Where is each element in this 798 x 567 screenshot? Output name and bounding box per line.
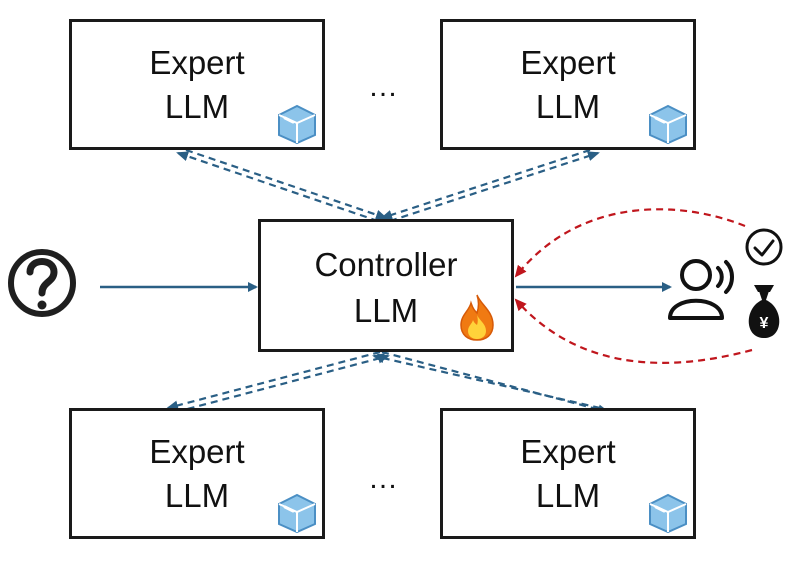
- speaking-user-icon: [668, 259, 734, 320]
- fire-icon: [460, 294, 494, 341]
- ice-cube-icon: [278, 104, 316, 145]
- expert-label-line1: Expert: [149, 44, 245, 81]
- expert-llm-box-bottom-right: Expert LLM: [440, 408, 696, 539]
- expert-label-line1: Expert: [149, 433, 245, 470]
- ellipsis-bottom: …: [368, 462, 400, 495]
- link-controller-expert-top-right: [380, 148, 600, 223]
- expert-label-line2: LLM: [164, 88, 230, 125]
- money-bag-yen-icon: ¥: [748, 285, 780, 338]
- controller-llm-box: Controller LLM: [258, 219, 514, 352]
- expert-label-line2: LLM: [535, 477, 601, 514]
- expert-label-line1: Expert: [520, 44, 616, 81]
- ice-cube-icon: [649, 104, 687, 145]
- svg-text:¥: ¥: [760, 315, 769, 332]
- expert-label-line1: Expert: [520, 433, 616, 470]
- expert-label-line2: LLM: [535, 88, 601, 125]
- expert-llm-box-top-right: Expert LLM: [440, 19, 696, 150]
- expert-label-line2: LLM: [164, 477, 230, 514]
- controller-label-line1: Controller: [314, 246, 458, 283]
- link-controller-expert-bottom-left: [166, 350, 390, 414]
- ice-cube-icon: [649, 493, 687, 534]
- link-controller-expert-top-left: [176, 148, 388, 223]
- ice-cube-icon: [278, 493, 316, 534]
- expert-llm-box-top-left: Expert LLM: [69, 19, 325, 150]
- ellipsis-top: …: [368, 70, 400, 103]
- feedback-arrow-cost: [514, 298, 753, 364]
- expert-llm-box-bottom-left: Expert LLM: [69, 408, 325, 539]
- question-mark-icon: [8, 249, 76, 317]
- check-circle-icon: [745, 228, 783, 266]
- feedback-arrow-approval: [514, 208, 746, 278]
- controller-label-line2: LLM: [353, 292, 419, 329]
- link-controller-expert-bottom-right: [372, 350, 610, 415]
